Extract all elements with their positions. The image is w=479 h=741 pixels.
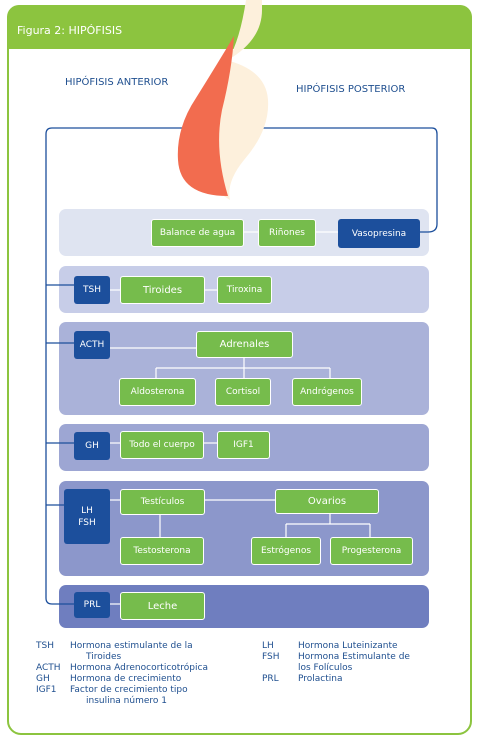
target-box-ovaries: Ovarios <box>275 489 379 514</box>
legend-item-tsh-cont: Tiroides <box>86 652 122 662</box>
product-box-androgens: Andrógenos <box>292 378 362 406</box>
legend-item-fsh-cont: los Folículos <box>298 663 353 673</box>
hormone-fsh-label: FSH <box>78 517 96 528</box>
posterior-lobe-shape <box>205 0 269 200</box>
target-box-adrenals: Adrenales <box>196 331 293 358</box>
hormone-box-tsh: TSH <box>74 276 110 304</box>
product-box-progesterone: Progesterona <box>330 537 413 565</box>
product-box-igf1: IGF1 <box>217 431 270 459</box>
posterior-label: HIPÓFISIS POSTERIOR <box>296 84 406 95</box>
anterior-label: HIPÓFISIS ANTERIOR <box>65 77 169 88</box>
anterior-lobe-shape <box>177 36 234 196</box>
target-box-whole-body: Todo el cuerpo <box>120 431 204 459</box>
anterior-trunk-line <box>45 127 200 605</box>
hormone-box-gh: GH <box>74 432 110 460</box>
target-box-testicles: Testículos <box>120 489 205 515</box>
hormone-box-vasopressin: Vasopresina <box>338 219 420 248</box>
target-box-thyroid: Tiroides <box>120 276 205 304</box>
legend-item-igf1-cont: insulina número 1 <box>86 696 167 706</box>
hormone-box-prl: PRL <box>74 592 110 618</box>
product-box-aldosterone: Aldosterona <box>119 378 196 406</box>
product-box-estrogens: Estrógenos <box>251 537 321 565</box>
organ-box-water-balance: Balance de agua <box>151 219 244 247</box>
organ-box-kidneys: Riñones <box>258 219 316 247</box>
hormone-lh-label: LH <box>81 505 93 516</box>
product-box-milk: Leche <box>120 592 205 620</box>
figure-title: Figura 2: HIPÓFISIS <box>17 24 123 37</box>
product-box-thyroxine: Tiroxina <box>217 276 272 304</box>
product-box-testosterone: Testosterona <box>120 537 204 565</box>
posterior-line <box>262 127 438 233</box>
hormone-box-acth: ACTH <box>74 331 110 359</box>
hormone-box-lh-fsh: LH FSH <box>64 489 110 544</box>
product-box-cortisol: Cortisol <box>215 378 271 406</box>
